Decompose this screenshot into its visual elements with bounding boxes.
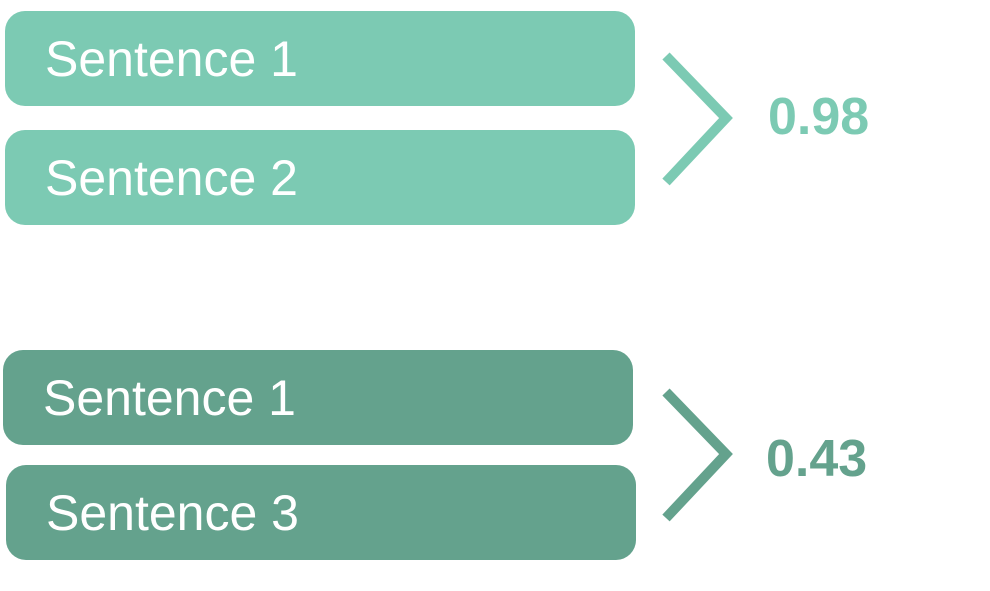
sentence-label: Sentence 1: [43, 369, 296, 426]
pair-1-sentence-b: Sentence 2: [5, 130, 635, 225]
pair-1-sentence-a: Sentence 1: [5, 11, 635, 106]
pair-2-similarity-score: 0.43: [766, 430, 868, 488]
pair-2-chevron-right-icon: [662, 388, 733, 522]
sentence-label: Sentence 1: [45, 30, 298, 87]
pair-1-similarity-score: 0.98: [768, 88, 870, 146]
pair-2-sentence-b: Sentence 3: [6, 465, 636, 560]
sentence-label: Sentence 2: [45, 149, 298, 206]
pair-1-chevron-right-icon: [662, 52, 733, 186]
sentence-label: Sentence 3: [46, 484, 299, 541]
pair-2-sentence-a: Sentence 1: [3, 350, 633, 445]
